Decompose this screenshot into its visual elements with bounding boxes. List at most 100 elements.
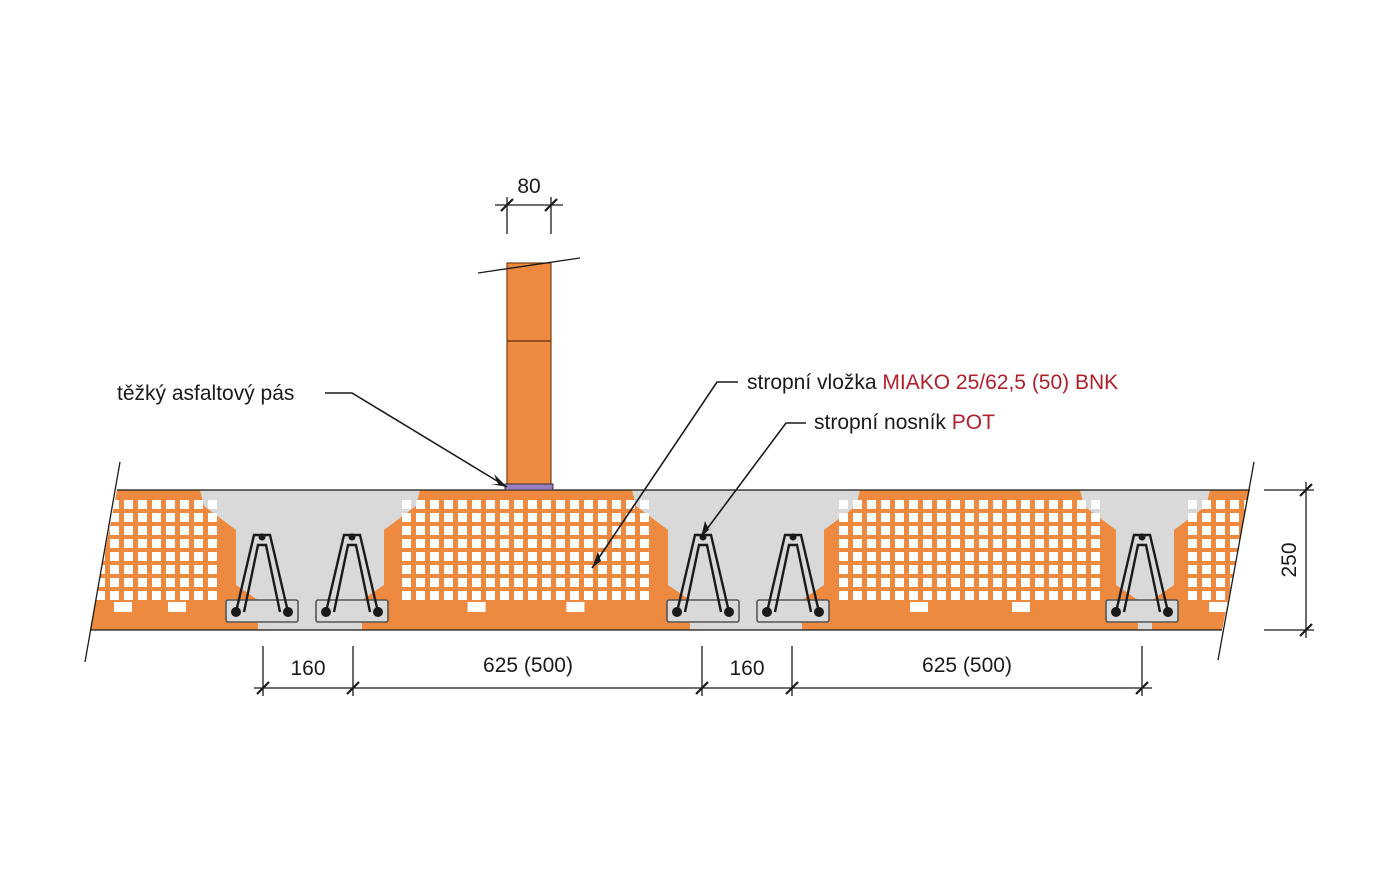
insert-hole (853, 526, 862, 535)
insert-hole (500, 565, 509, 574)
insert-hole (1216, 526, 1225, 535)
insert-hole (909, 539, 918, 548)
insert-hole (867, 513, 876, 522)
insert-hole (993, 591, 1002, 600)
insert-hole (458, 578, 467, 587)
insert-hole (1049, 526, 1058, 535)
insert-hole (1091, 552, 1100, 561)
insert-hole (472, 591, 481, 600)
insert-hole (598, 500, 607, 509)
insert-hole (556, 539, 565, 548)
insert-hole (166, 552, 175, 561)
insert-hole (1077, 591, 1086, 600)
insert-hole (895, 539, 904, 548)
insert-hole (909, 565, 918, 574)
insert-hole (180, 526, 189, 535)
insert-hole (430, 539, 439, 548)
insert-hole (96, 513, 105, 522)
insert-hole (993, 552, 1002, 561)
insert-hole (500, 552, 509, 561)
insert-hole (909, 500, 918, 509)
insert-hole (1035, 526, 1044, 535)
insert-hole (979, 513, 988, 522)
insert-hole (444, 513, 453, 522)
insert-hole (166, 565, 175, 574)
insert-hole (965, 539, 974, 548)
insert-hole (1243, 602, 1250, 612)
insert-hole (110, 500, 119, 509)
pot-beams-group (225, 533, 1179, 623)
insert-hole (598, 513, 607, 522)
insert-hole (640, 591, 649, 600)
insert-hole (90, 591, 91, 600)
insert-hole (514, 552, 523, 561)
insert-hole (416, 526, 425, 535)
insert-hole (416, 539, 425, 548)
insert-hole (1258, 539, 1267, 548)
insert-hole (124, 552, 133, 561)
insert-hole (166, 578, 175, 587)
insert-hole (458, 500, 467, 509)
insert-hole (152, 513, 161, 522)
insert-hole (881, 591, 890, 600)
insert-hole (570, 526, 579, 535)
slab-outline (84, 461, 1255, 663)
beam-leader-arrow (701, 521, 713, 537)
insert-hole (867, 526, 876, 535)
insert-hole (839, 526, 848, 535)
insert-label: stropní vložka MIAKO 25/62,5 (50) BNK (747, 371, 1118, 394)
insert-hole (402, 578, 411, 587)
insert-hole (1077, 578, 1086, 587)
slab-height-value: 250 (1278, 542, 1301, 577)
insert-hole (138, 539, 147, 548)
insert-hole (909, 552, 918, 561)
insert-hole (96, 526, 105, 535)
insert-hole (124, 513, 133, 522)
insert-hole (584, 591, 593, 600)
insert-hole (1258, 513, 1267, 522)
insert-hole (993, 565, 1002, 574)
insert-hole (570, 591, 579, 600)
insert-hole (1091, 578, 1100, 587)
insert-hole (1091, 591, 1100, 600)
insert-hole (1007, 526, 1016, 535)
insert-span-2-value: 625 (500) (922, 654, 1012, 677)
insert-hole (993, 513, 1002, 522)
insert-hole (458, 526, 467, 535)
insert-hole (895, 500, 904, 509)
ceramic-insert (802, 490, 1138, 630)
insert-hole (923, 539, 932, 548)
insert-hole (1035, 513, 1044, 522)
rebar-bar (283, 607, 293, 617)
insert-hole (416, 578, 425, 587)
insert-hole (472, 565, 481, 574)
insert-hole (472, 526, 481, 535)
insert-hole (180, 578, 189, 587)
insert-hole (566, 602, 585, 612)
insert-hole (993, 500, 1002, 509)
insert-hole (1035, 552, 1044, 561)
insert-hole (965, 500, 974, 509)
asphalt-strip (504, 483, 554, 491)
ceramic-insert (362, 490, 690, 630)
insert-hole (839, 513, 848, 522)
insert-hole (909, 526, 918, 535)
left-break-line (84, 461, 121, 663)
insert-hole (208, 552, 217, 561)
insert-hole (542, 565, 551, 574)
rebar-bar (1138, 533, 1146, 541)
insert-hole (1021, 513, 1030, 522)
insert-hole (979, 526, 988, 535)
insert-hole (402, 591, 411, 600)
insert-hole (640, 500, 649, 509)
insert-hole (124, 565, 133, 574)
truss-wire (683, 543, 723, 613)
insert-hole (937, 565, 946, 574)
bottom-dimension-chain: 160 625 (500) 160 625 (500) (254, 646, 1152, 696)
insert-hole (430, 591, 439, 600)
insert-hole (556, 552, 565, 561)
insert-hole (1188, 578, 1197, 587)
insert-hole (486, 526, 495, 535)
insert-hole (867, 500, 876, 509)
insert-hole (90, 526, 91, 535)
